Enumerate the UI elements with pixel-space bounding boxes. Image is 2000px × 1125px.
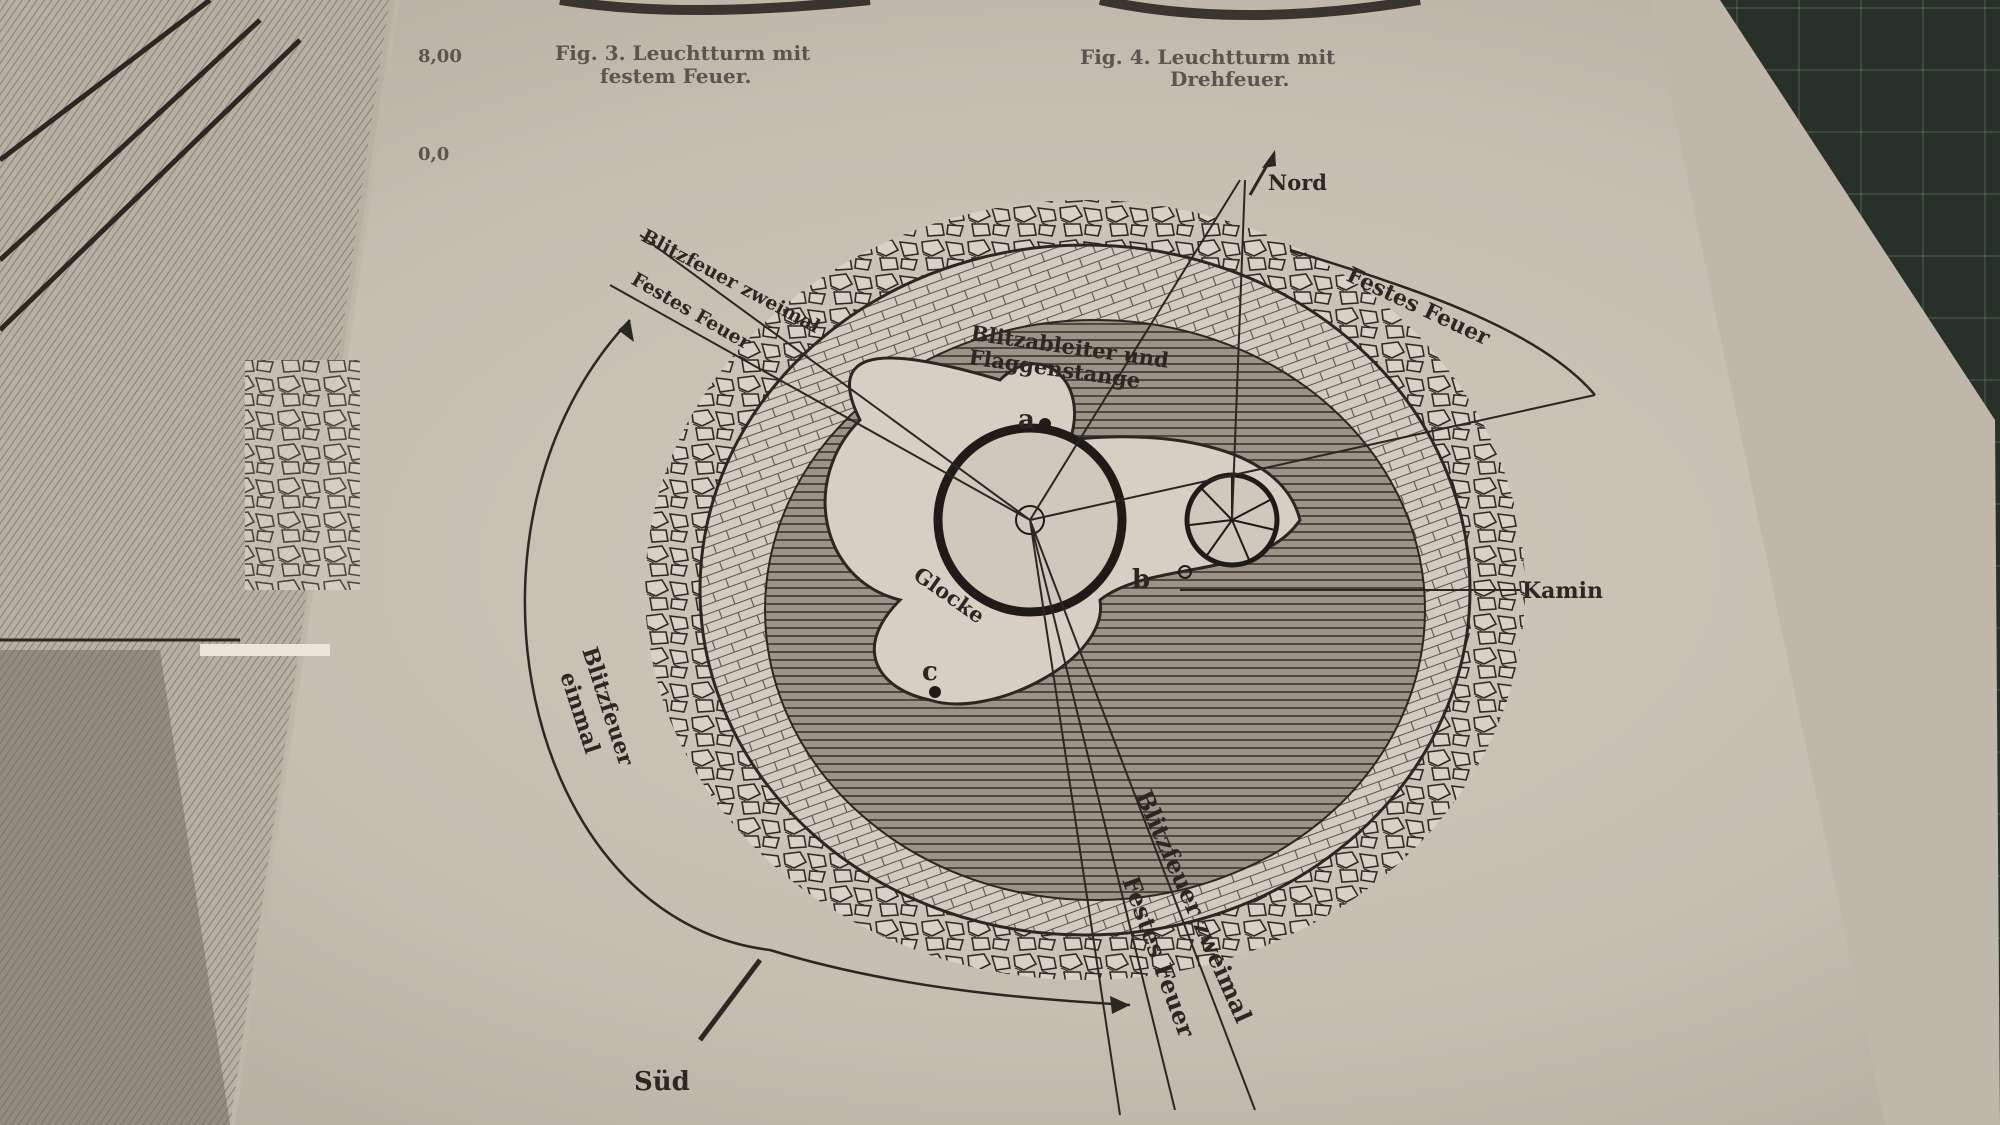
left-pier-engraving — [0, 0, 390, 1125]
sector-arc-west — [523, 319, 1131, 1007]
point-b-dot — [1178, 565, 1192, 579]
scale-mark-zero: 0,0 — [418, 144, 449, 165]
top-figure-strip — [559, 0, 1421, 20]
sector-arc-northeast — [1289, 248, 1596, 396]
caption-fig4-line1: Fig. 4. Leuchtturm mit — [1080, 45, 1336, 69]
label-nord: Nord — [1268, 170, 1327, 195]
label-sued: Süd — [634, 1067, 690, 1097]
caption-fig3-line2: festem Feuer. — [600, 64, 751, 88]
label-point-c: c — [922, 657, 938, 687]
caption-fig4-line2: Drehfeuer. — [1170, 67, 1289, 91]
point-a-dot — [1039, 418, 1051, 430]
lighthouse-plan — [523, 150, 1596, 1116]
label-point-a: a — [1018, 405, 1035, 435]
point-c-dot — [929, 686, 941, 698]
label-kamin: Kamin — [1522, 578, 1603, 604]
light-sector-rays — [609, 179, 1596, 1116]
label-point-b: b — [1132, 565, 1150, 595]
south-arrow — [698, 958, 762, 1042]
caption-fig3-line1: Fig. 3. Leuchtturm mit — [555, 41, 811, 65]
scale-mark-top: 8,00 — [418, 46, 462, 67]
